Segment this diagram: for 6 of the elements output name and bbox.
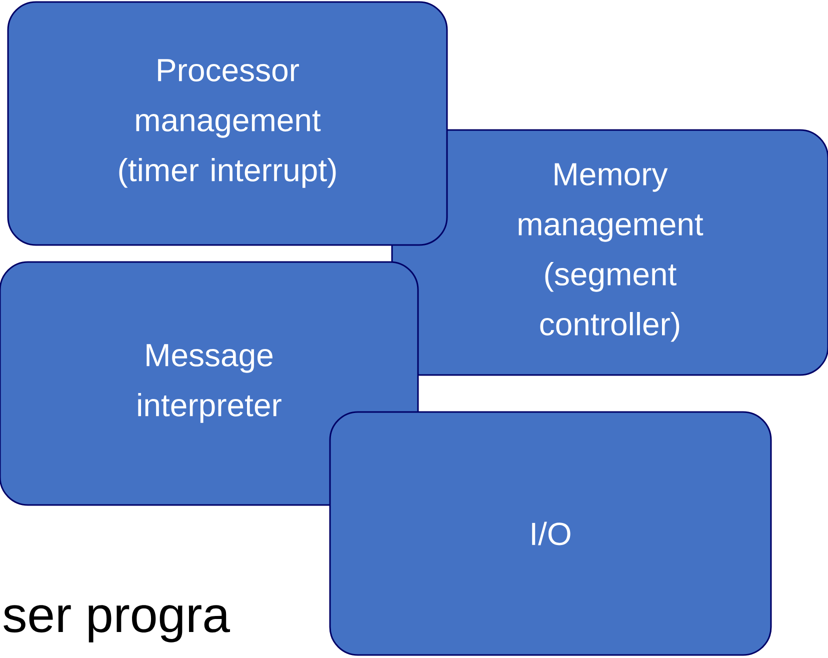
slide-text: ser progra [4, 605, 230, 642]
rounded-box: Message interpreter [0, 261, 419, 506]
rounded-box: I/O [329, 411, 772, 656]
rounded-box: Processor management (timer interrupt) [7, 1, 448, 246]
node-label: Memory management (segment controller) [518, 163, 704, 342]
rounded-box: Memory management (segment controller) [391, 129, 828, 376]
